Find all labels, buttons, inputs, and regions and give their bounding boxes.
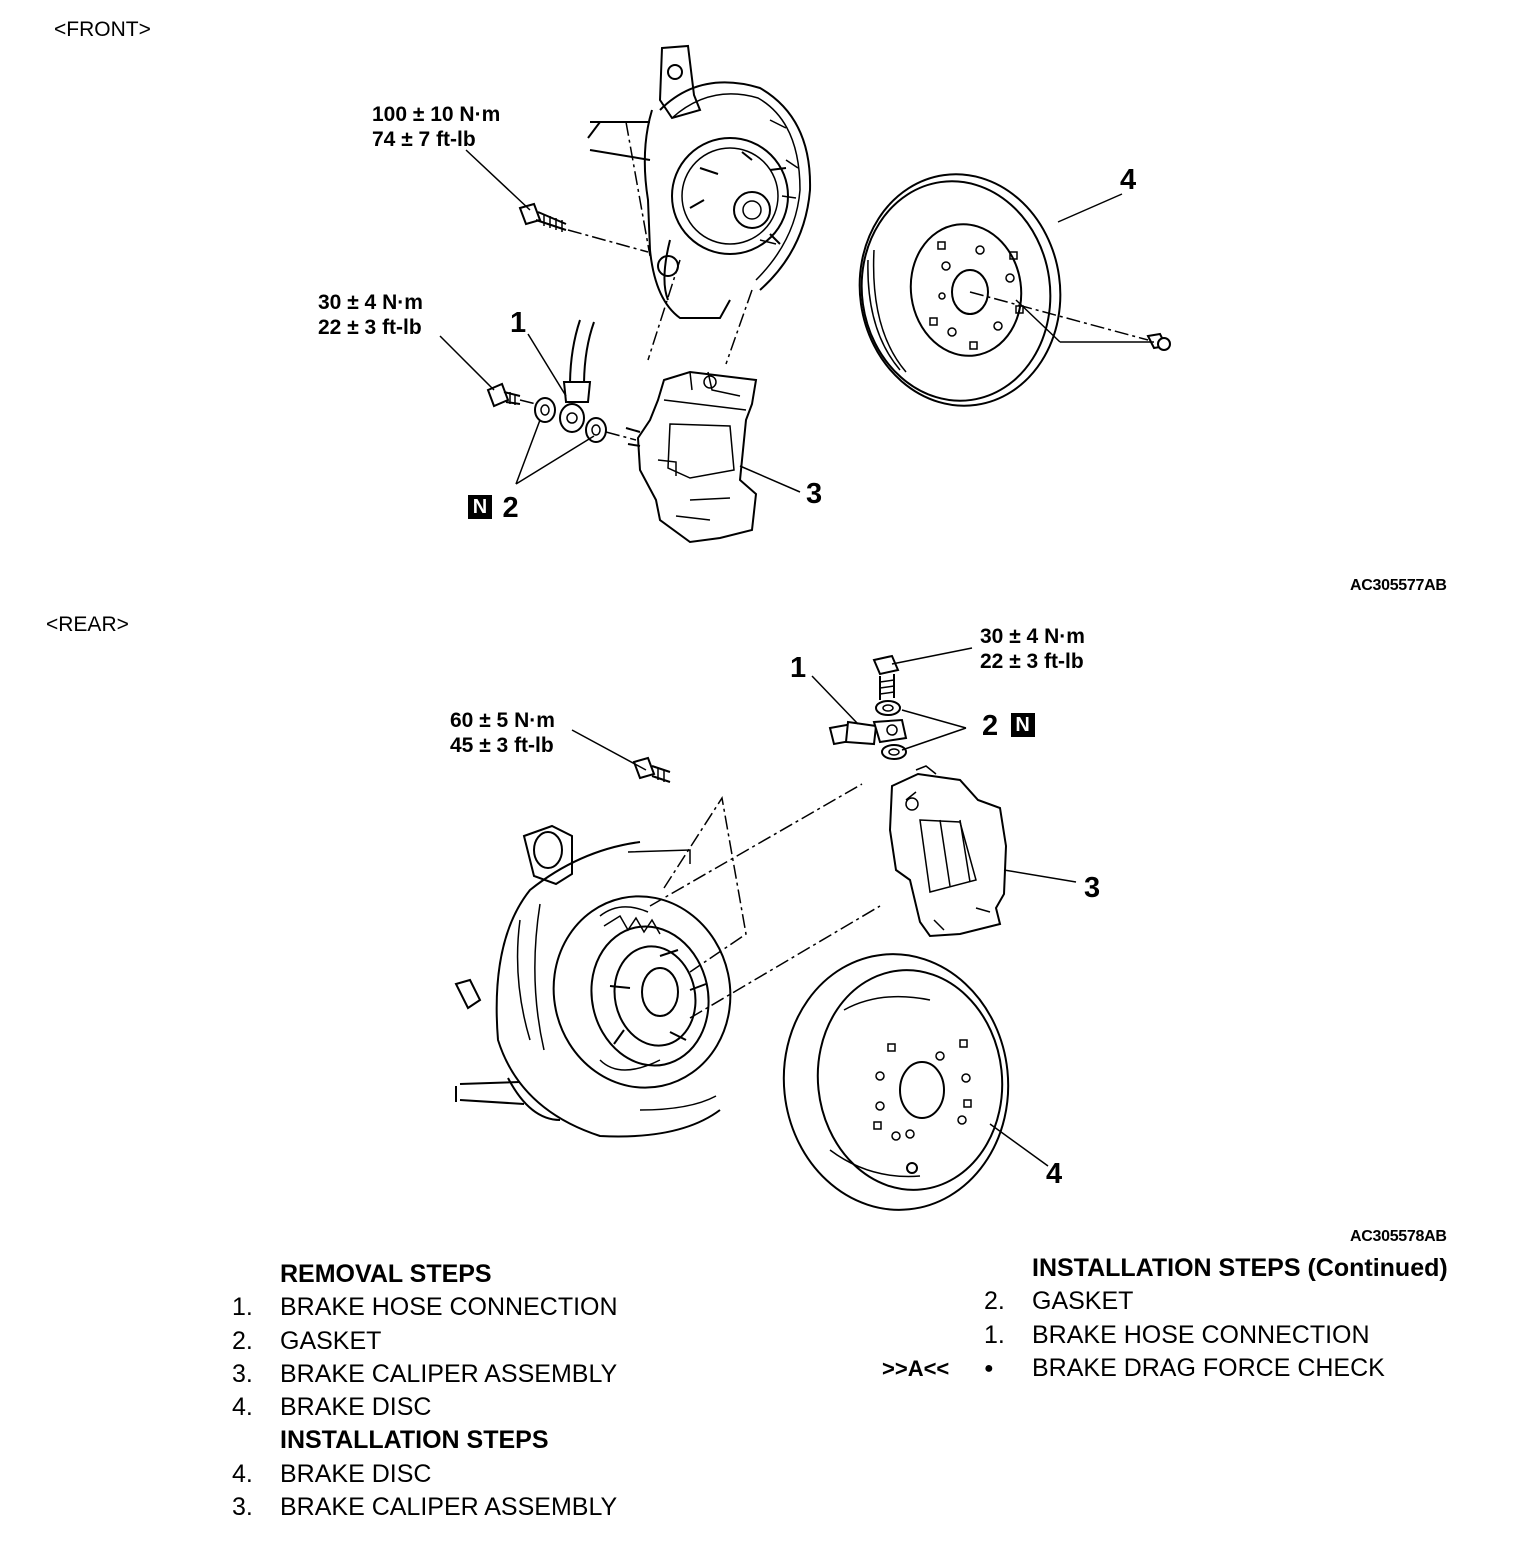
front-callout-3: 3	[806, 478, 823, 510]
steps-right-row: >>A<< ● BRAKE DRAG FORCE CHECK	[882, 1352, 1512, 1385]
removal-installation-steps: REMOVAL STEPS 1. BRAKE HOSE CONNECTION 2…	[232, 1258, 752, 1524]
front-callout-4: 4	[1120, 164, 1137, 196]
front-torque-spec-upper: 100 ± 10 N·m 74 ± 7 ft-lb	[372, 102, 500, 152]
step-number: 2.	[232, 1326, 253, 1355]
rear-new-part-badge: N	[1010, 712, 1035, 737]
step-number: 3.	[232, 1493, 253, 1522]
rear-callout-3: 3	[1084, 872, 1101, 904]
rear-banjo-bolt	[872, 654, 900, 700]
step-number: 4.	[232, 1459, 253, 1488]
step-label: BRAKE CALIPER ASSEMBLY	[280, 1493, 618, 1522]
steps-left-row: 3. BRAKE CALIPER ASSEMBLY	[232, 1358, 752, 1391]
rear-callout-1: 1	[790, 652, 807, 684]
rear-torque-spec-upper: 30 ± 4 N·m 22 ± 3 ft-lb	[980, 624, 1085, 674]
steps-left-row: 1. BRAKE HOSE CONNECTION	[232, 1291, 752, 1324]
front-leader-lines	[439, 149, 1154, 493]
front-torque-spec-lower: 30 ± 4 N·m 22 ± 3 ft-lb	[318, 290, 423, 340]
rear-torque-spec-lower: 60 ± 5 N·m 45 ± 3 ft-lb	[450, 708, 555, 758]
step-number: 4.	[232, 1393, 253, 1422]
step-number: 1.	[232, 1293, 253, 1322]
step-label: BRAKE DRAG FORCE CHECK	[1032, 1353, 1385, 1382]
step-label: BRAKE DISC	[280, 1393, 432, 1422]
steps-left-row: REMOVAL STEPS	[232, 1258, 752, 1291]
rear-section-label: <REAR>	[46, 613, 129, 636]
steps-left-row: 3. BRAKE CALIPER ASSEMBLY	[232, 1491, 752, 1524]
step-label: BRAKE CALIPER ASSEMBLY	[280, 1359, 618, 1388]
steps-left-row: 4. BRAKE DISC	[232, 1391, 752, 1424]
steps-left-row: 2. GASKET	[232, 1325, 752, 1358]
front-callout-2: 2	[502, 492, 519, 524]
steps-left-row: INSTALLATION STEPS	[232, 1424, 752, 1457]
front-disc-screw	[1146, 332, 1171, 351]
front-brake-caliper-assembly	[625, 370, 758, 544]
service-reference-mark: >>A<<	[882, 1355, 950, 1381]
rear-torque-upper-nm: 30 ± 4 N·m	[980, 625, 1085, 648]
steps-left-row: 4. BRAKE DISC	[232, 1458, 752, 1491]
installation-steps-continued-heading: INSTALLATION STEPS (Continued)	[1032, 1254, 1448, 1282]
bullet-icon: ●	[984, 1359, 994, 1377]
rear-knuckle-and-backing-plate	[454, 783, 881, 1138]
rear-gaskets	[875, 700, 907, 760]
front-torque-upper-nm: 100 ± 10 N·m	[372, 103, 501, 126]
front-torque-lower-nm: 30 ± 4 N·m	[318, 291, 423, 314]
steps-right-row: 1. BRAKE HOSE CONNECTION	[882, 1319, 1512, 1352]
rear-torque-lower-ftlb: 45 ± 3 ft-lb	[450, 734, 554, 757]
rear-torque-lower-nm: 60 ± 5 N·m	[450, 709, 555, 732]
front-steering-knuckle-and-shield	[587, 44, 812, 365]
rear-callout-2-group: 2 N	[982, 710, 1035, 743]
removal-steps-heading: REMOVAL STEPS	[280, 1260, 492, 1288]
step-number: 2.	[984, 1287, 1005, 1316]
front-torque-upper-ftlb: 74 ± 7 ft-lb	[372, 128, 476, 151]
front-callout-1: 1	[510, 307, 527, 339]
front-mounting-bolt-upper	[518, 202, 649, 253]
step-number: 1.	[984, 1320, 1005, 1349]
rear-leader-lines	[571, 647, 1077, 1167]
steps-right-row: 2. GASKET	[882, 1285, 1512, 1318]
rear-brake-caliper-assembly	[888, 765, 1008, 938]
front-callout-2-group: N 2	[468, 492, 519, 525]
front-brake-disc	[858, 173, 1149, 407]
front-new-part-badge: N	[468, 494, 492, 519]
step-label: BRAKE HOSE CONNECTION	[1032, 1320, 1370, 1349]
front-torque-lower-ftlb: 22 ± 3 ft-lb	[318, 316, 422, 339]
installation-steps-heading: INSTALLATION STEPS	[280, 1426, 549, 1455]
rear-torque-upper-ftlb: 22 ± 3 ft-lb	[980, 650, 1084, 673]
rear-mounting-bolt	[632, 756, 671, 783]
step-label: BRAKE DISC	[280, 1459, 432, 1488]
rear-callout-2: 2	[982, 710, 999, 742]
rear-brake-hose	[828, 718, 908, 746]
front-figure-id: AC305577AB	[1350, 577, 1447, 594]
step-label: BRAKE HOSE CONNECTION	[280, 1293, 618, 1322]
rear-brake-disc	[782, 953, 1010, 1211]
step-number: 3.	[232, 1359, 253, 1388]
rear-figure-id: AC305578AB	[1350, 1228, 1447, 1245]
front-gaskets	[534, 397, 607, 443]
rear-callout-4: 4	[1046, 1158, 1063, 1190]
step-label: GASKET	[1032, 1287, 1134, 1316]
front-brake-hose	[559, 319, 595, 433]
front-section-label: <FRONT>	[54, 18, 151, 41]
step-label: GASKET	[280, 1326, 382, 1355]
installation-steps-continued: INSTALLATION STEPS (Continued) 2. GASKET…	[882, 1252, 1512, 1385]
